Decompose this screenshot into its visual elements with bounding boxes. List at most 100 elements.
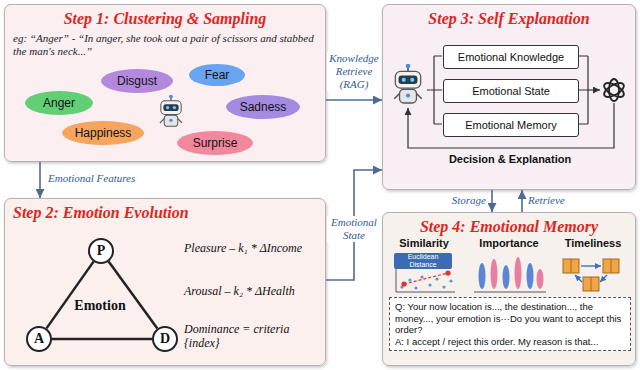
- flow-arrow: [491, 190, 493, 212]
- importance-violins-part: [515, 257, 522, 289]
- triangle-line: [109, 262, 158, 329]
- llm-logo: [602, 79, 626, 101]
- importance-violins-part: [503, 265, 510, 289]
- bracket-lines-part: [408, 103, 614, 148]
- formula-holder: Pleasure – k₁ * ΔIncome: [184, 241, 324, 255]
- similarity-plot-part: [435, 277, 438, 280]
- robot-icon: [394, 64, 421, 103]
- edge-label-holder: Storage: [432, 194, 486, 207]
- emotion-ellipse: Sadness: [226, 95, 300, 119]
- plot-title: Similarity: [394, 237, 454, 250]
- node-text: P: [97, 243, 106, 259]
- pad-circle: A: [26, 326, 52, 352]
- step-panel: Step 4: Emotional Memory Q: Your now loca…: [382, 212, 636, 366]
- edge-label: Knowledge Retrieve (RAG): [327, 52, 381, 91]
- bracket-lines-part: [578, 56, 588, 124]
- similarity-plot-part: [445, 270, 450, 275]
- timeliness-boxes: [563, 259, 619, 291]
- pad-circle: P: [88, 238, 114, 264]
- formula: Dominance = criteria {index}: [184, 322, 324, 350]
- llm-logo-part: [609, 79, 619, 101]
- pad-circle: D: [152, 326, 178, 352]
- importance-violins-part: [491, 259, 498, 289]
- timeliness-boxes-part: [571, 259, 611, 291]
- node-text: Disgust: [117, 74, 157, 88]
- panel-fill: [4, 198, 326, 366]
- plot-title-holder: Timeliness: [561, 237, 625, 250]
- edge-label: Retrieve: [528, 194, 588, 207]
- triangle-line: [46, 262, 93, 329]
- importance-violins-part: [474, 292, 546, 293]
- similarity-plot-part: [401, 281, 406, 286]
- plot-tag: Euclidean Distance: [394, 253, 452, 269]
- llm-logo-part: [602, 80, 626, 100]
- node-text: A: [34, 331, 44, 347]
- emotion-ellipse: Disgust: [101, 69, 173, 93]
- triangle-line: [52, 338, 152, 341]
- step-heading: Step 1: Clustering & Sampling: [13, 9, 317, 28]
- similarity-plot-part: [414, 286, 417, 289]
- panel-fill: [382, 212, 636, 366]
- edge-label: Emotional State: [327, 216, 381, 242]
- dialog-box: Q: Your now location is..., the destinat…: [389, 297, 631, 351]
- similarity-plot-part: [442, 285, 445, 288]
- plot-title: Timeliness: [561, 237, 625, 250]
- edge-label: Storage: [432, 194, 486, 207]
- node-text: Sadness: [240, 100, 287, 114]
- node-text: Q: Your now location is..., the destinat…: [395, 301, 625, 336]
- edge-label: Emotional Features: [48, 172, 168, 185]
- step-heading: Step 3: Self Explanation: [391, 9, 627, 28]
- node-text: Emotional State: [472, 85, 550, 97]
- similarity-plot-part: [449, 279, 452, 282]
- edge-label-holder: Retrieve: [528, 194, 588, 207]
- edge-label-holder: Knowledge Retrieve (RAG): [327, 52, 381, 91]
- importance-violins-part: [537, 269, 544, 289]
- plot-title-holder: Importance: [477, 237, 541, 250]
- panel-fill: [4, 4, 326, 162]
- timeliness-boxes-part: [575, 275, 582, 282]
- similarity-plot-part: [404, 273, 448, 284]
- example-text: eg: “Anger” - “In anger, she took out a …: [13, 32, 317, 58]
- emotion-ellipse: Surprise: [177, 131, 253, 155]
- similarity-plot-part: [420, 275, 423, 278]
- similarity-plot-part: [408, 278, 411, 281]
- bracket-lines-part: [588, 89, 600, 90]
- node-text: Anger: [43, 96, 75, 110]
- center-label-holder: Emotion: [70, 297, 130, 314]
- edge-label-holder: Emotional State: [327, 216, 381, 242]
- flow-label: Decision & Explanation: [440, 153, 580, 166]
- formula-holder: Arousal – k₂ * ΔHealth: [184, 284, 324, 298]
- step-heading: Step 4: Emotional Memory: [391, 217, 627, 236]
- step-panel: Step 2: Emotion EvolutionP A D: [4, 198, 326, 366]
- flow-label-holder: Decision & Explanation: [440, 153, 580, 166]
- importance-violins-part: [527, 263, 534, 289]
- formula: Arousal – k₂ * ΔHealth: [184, 284, 324, 298]
- emotion-ellipse: Fear: [189, 64, 245, 86]
- formula-holder: Dominance = criteria {index}: [184, 322, 324, 350]
- node-text: D: [160, 331, 170, 347]
- importance-violins: [474, 257, 546, 292]
- flow-arrow: [39, 162, 41, 198]
- step-panel: Step 1: Clustering & Sampling eg: “Anger”…: [4, 4, 326, 162]
- plot-title-holder: Similarity: [394, 237, 454, 250]
- node-text: A: I accept / reject this order. My reas…: [395, 336, 625, 348]
- emotion-ellipse: Anger: [25, 91, 93, 115]
- plot-tag-holder: Euclidean Distance: [394, 253, 452, 269]
- bracket-lines-part: [427, 56, 442, 124]
- node-text: Emotional Knowledge: [458, 51, 564, 63]
- node-text: Emotional Memory: [465, 119, 557, 131]
- llm-logo-part: [602, 80, 626, 100]
- step-heading: Step 2: Emotion Evolution: [13, 203, 317, 222]
- bracket-lines: [408, 56, 614, 148]
- flow-arrow: [521, 190, 523, 212]
- importance-violins-part: [479, 263, 486, 289]
- robot-icon: [160, 95, 182, 127]
- emotion-ellipse: Happiness: [62, 121, 144, 145]
- node-text: Surprise: [193, 136, 238, 150]
- formula: Pleasure – k₁ * ΔIncome: [184, 241, 324, 255]
- flow-arrow: [326, 99, 382, 101]
- flow-arrow: [326, 170, 382, 280]
- plot-title: Importance: [477, 237, 541, 250]
- similarity-plot-part: [428, 283, 431, 286]
- node-text: Fear: [205, 68, 230, 82]
